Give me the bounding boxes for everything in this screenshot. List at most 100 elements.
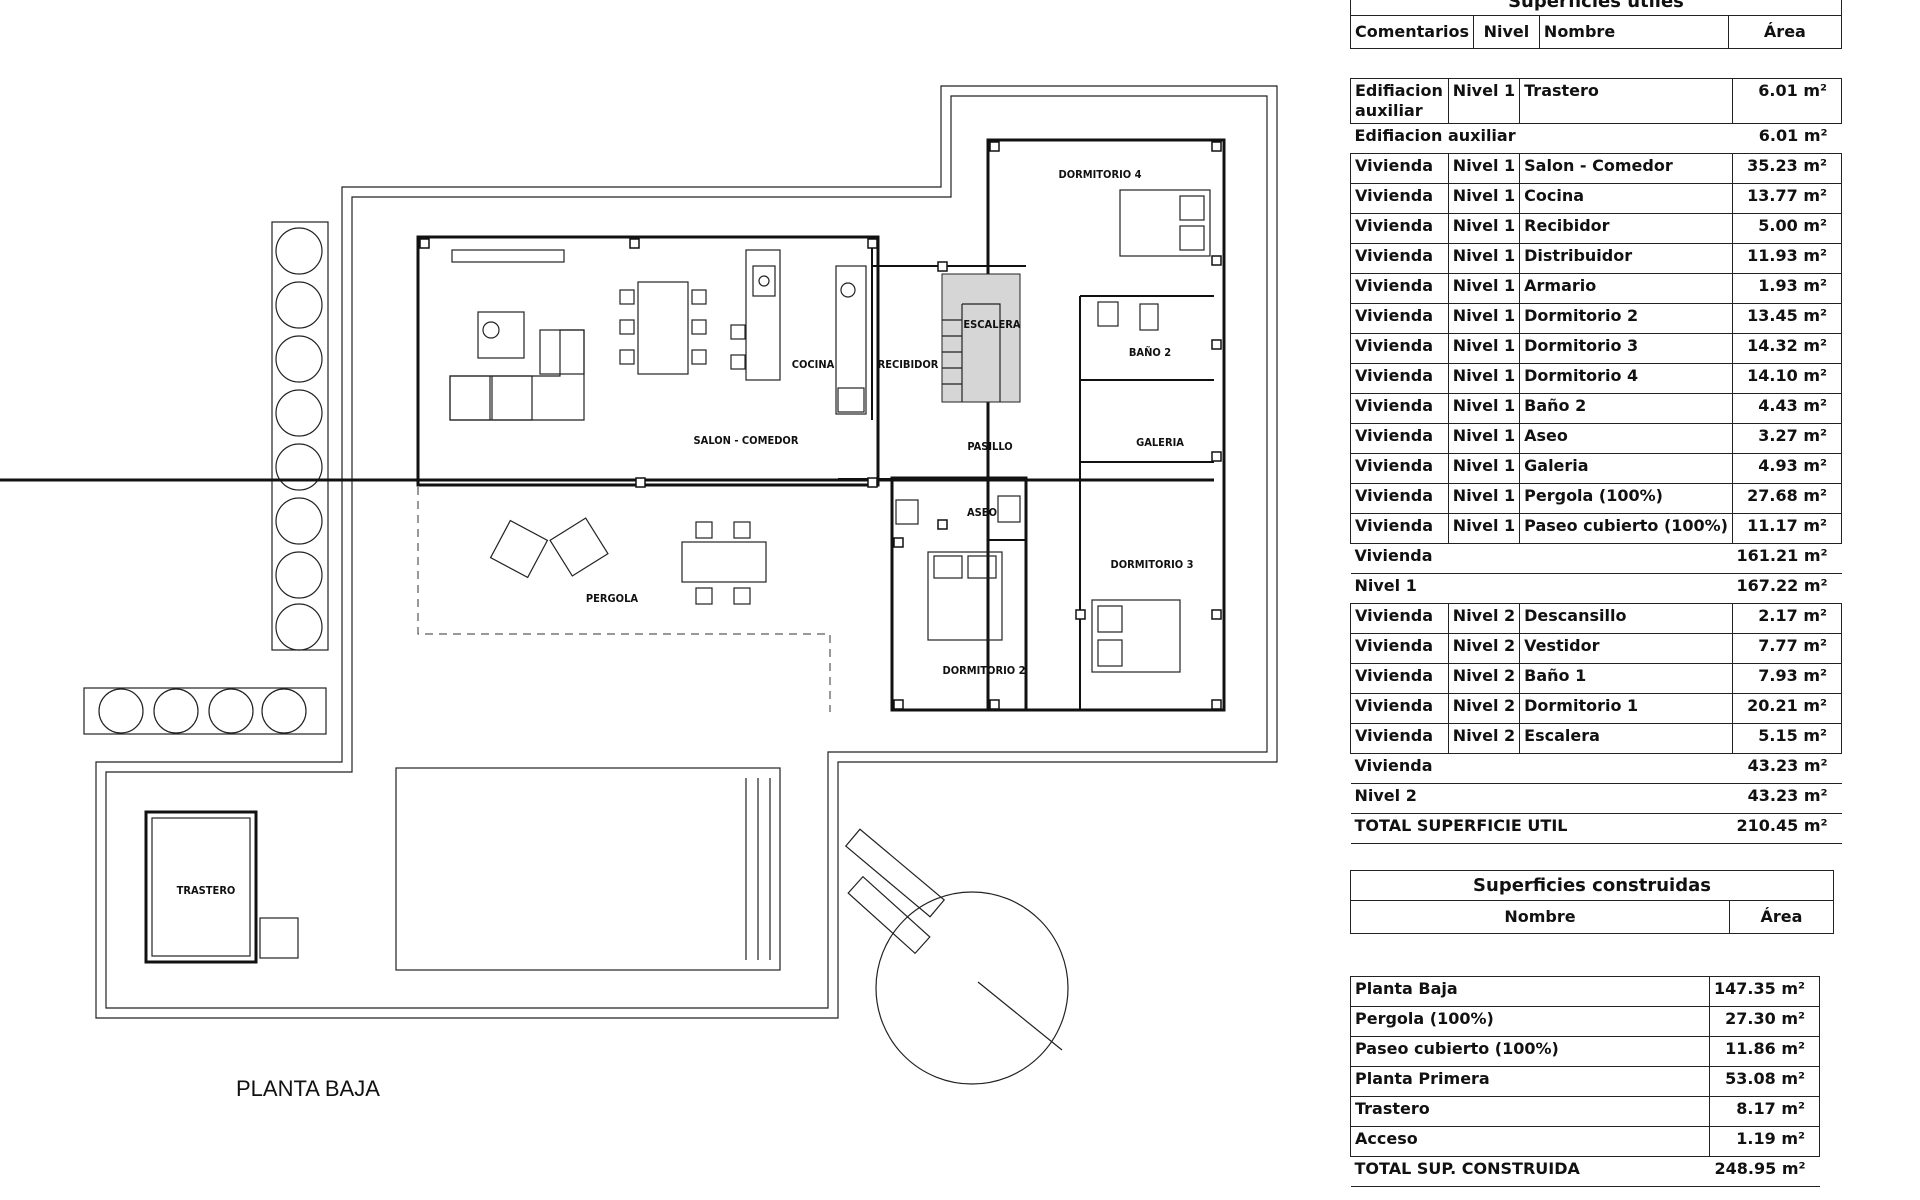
utiles-comentario: Vivienda	[1350, 453, 1449, 484]
utiles-subtotal-area: 161.21 m²	[1732, 543, 1842, 574]
construidas-title: Superficies construidas	[1350, 870, 1834, 901]
col-area: Área	[1727, 15, 1843, 49]
utiles-comentario: Vivienda	[1350, 333, 1449, 364]
utiles-nombre: Galeria	[1519, 453, 1733, 484]
label-trastero: TRASTERO	[177, 884, 236, 897]
utiles-nivel: Nivel 1	[1447, 153, 1521, 184]
utiles-comentario: Vivienda	[1350, 183, 1449, 214]
utiles-comentario: Vivienda	[1350, 213, 1449, 244]
col-nombre: Nombre	[1538, 15, 1729, 49]
utiles-subtotal-label: TOTAL SUPERFICIE UTIL	[1350, 813, 1733, 844]
utiles-area: 14.32 m²	[1732, 333, 1842, 364]
utiles-comentario: Vivienda	[1350, 723, 1449, 754]
utiles-area: 35.23 m²	[1732, 153, 1842, 184]
utiles-nivel: Nivel 1	[1447, 363, 1521, 394]
utiles-nivel: Nivel 1	[1447, 513, 1521, 544]
utiles-area: 6.01 m²	[1732, 78, 1842, 124]
construidas-nombre: Trastero	[1350, 1096, 1710, 1127]
utiles-comentario: Vivienda	[1350, 633, 1449, 664]
label-dormitorio-4: DORMITORIO 4	[1059, 168, 1142, 181]
house-walls	[0, 138, 1226, 712]
construidas-row: Paseo cubierto (100%)11.86 m²	[1350, 1036, 1820, 1067]
utiles-comentario: Vivienda	[1350, 243, 1449, 274]
utiles-nombre: Dormitorio 2	[1519, 303, 1733, 334]
utiles-comentario: Edifiacion auxiliar	[1350, 78, 1449, 124]
pergola-furniture	[489, 517, 767, 605]
utiles-area: 7.77 m²	[1732, 633, 1842, 664]
construidas-area: 11.86 m²	[1709, 1036, 1820, 1067]
utiles-subtotal-label: Vivienda	[1350, 753, 1733, 784]
superficies-utiles-table: Superficies útiles Comentarios Nivel Nom…	[1350, 0, 1843, 49]
construidas-nombre: TOTAL SUP. CONSTRUIDA	[1350, 1156, 1710, 1187]
utiles-area: 2.17 m²	[1732, 603, 1842, 634]
utiles-comentario: Vivienda	[1350, 393, 1449, 424]
utiles-comentario: Vivienda	[1350, 513, 1449, 544]
utiles-nombre: Pergola (100%)	[1519, 483, 1733, 514]
label-dormitorio-3: DORMITORIO 3	[1111, 558, 1194, 571]
utiles-nombre: Dormitorio 3	[1519, 333, 1733, 364]
col-construidas-nombre: Nombre	[1350, 900, 1730, 934]
utiles-nombre: Baño 2	[1519, 393, 1733, 424]
utiles-nivel: Nivel 1	[1447, 213, 1521, 244]
col-construidas-area: Área	[1729, 900, 1834, 934]
utiles-subtotal-area: 43.23 m²	[1732, 753, 1842, 784]
utiles-area: 5.15 m²	[1732, 723, 1842, 754]
utiles-nombre: Dormitorio 4	[1519, 363, 1733, 394]
utiles-comentario: Vivienda	[1350, 423, 1449, 454]
utiles-area: 4.43 m²	[1732, 393, 1842, 424]
utiles-comentario: Vivienda	[1350, 693, 1449, 724]
superficies-construidas-table: Superficies construidas Nombre Área	[1350, 870, 1834, 934]
round-area	[844, 828, 1069, 1085]
utiles-subtotal-area: 167.22 m²	[1732, 573, 1842, 604]
plot-boundary	[95, 85, 1278, 1019]
utiles-nombre: Aseo	[1519, 423, 1733, 454]
col-comentarios: Comentarios	[1350, 15, 1474, 49]
utiles-area: 7.93 m²	[1732, 663, 1842, 694]
utiles-nivel: Nivel 1	[1447, 303, 1521, 334]
utiles-nombre: Paseo cubierto (100%)	[1519, 513, 1733, 544]
construidas-nombre: Acceso	[1350, 1126, 1710, 1157]
utiles-area: 4.93 m²	[1732, 453, 1842, 484]
pergola-outline	[417, 487, 831, 712]
utiles-subtotal-label: Nivel 1	[1350, 573, 1733, 604]
label-recibidor: RECIBIDOR	[878, 358, 939, 371]
label-bano-2: BAÑO 2	[1129, 346, 1171, 359]
dining-table	[619, 281, 707, 375]
utiles-nombre: Recibidor	[1519, 213, 1733, 244]
utiles-comentario: Vivienda	[1350, 153, 1449, 184]
utiles-nivel: Nivel 1	[1447, 183, 1521, 214]
utiles-comentario: Vivienda	[1350, 273, 1449, 304]
label-escalera: ESCALERA	[963, 318, 1021, 331]
utiles-subtotal-area: 43.23 m²	[1732, 783, 1842, 814]
utiles-subtotal-area: 6.01 m²	[1732, 123, 1842, 154]
kitchen-furniture	[730, 249, 867, 415]
bath-fixtures	[895, 301, 1159, 525]
construidas-area: 27.30 m²	[1709, 1006, 1820, 1037]
utiles-nivel: Nivel 1	[1447, 333, 1521, 364]
construidas-area: 53.08 m²	[1709, 1066, 1820, 1097]
utiles-area: 1.93 m²	[1732, 273, 1842, 304]
beds	[927, 189, 1211, 673]
label-pergola: PERGOLA	[586, 592, 638, 605]
utiles-nombre: Distribuidor	[1519, 243, 1733, 274]
utiles-subtotal-area: 210.45 m²	[1732, 813, 1842, 844]
swimming-pool	[395, 767, 781, 971]
construidas-nombre: Paseo cubierto (100%)	[1350, 1036, 1710, 1067]
utiles-subtotal-label: Edifiacion auxiliar	[1350, 123, 1733, 154]
label-salon-comedor: SALON - COMEDOR	[694, 434, 799, 447]
